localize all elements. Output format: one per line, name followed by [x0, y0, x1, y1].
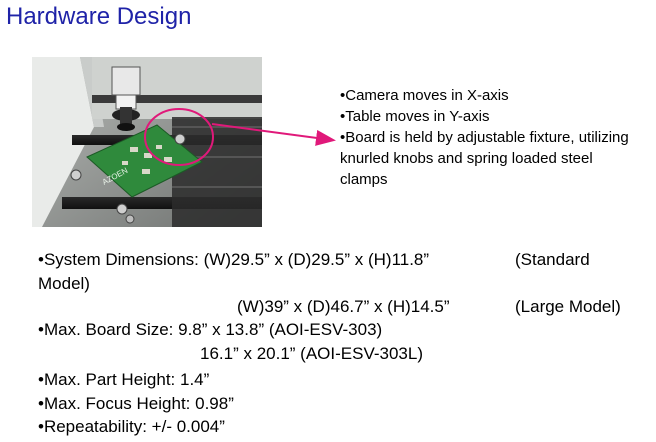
spec-dimensions-large-label: (Large Model): [515, 297, 621, 316]
machine-photo-illustration: AZOEN: [32, 57, 262, 227]
feature-table-axis: •Table moves in Y-axis: [340, 108, 490, 125]
machine-photo: AZOEN: [32, 57, 262, 227]
spec-part-height: •Max. Part Height: 1.4”: [38, 370, 210, 389]
feature-board-fixture: •Board is held by adjustable fixture, ut…: [340, 129, 629, 188]
spec-focus-height: •Max. Focus Height: 0.98”: [38, 394, 234, 413]
spec-dimensions-standard: •System Dimensions: (W)29.5” x (D)29.5” …: [38, 250, 430, 269]
feature-list: •Camera moves in X-axis •Table moves in …: [340, 85, 640, 190]
spec-board-size: •Max. Board Size: 9.8” x 13.8” (AOI-ESV-…: [38, 320, 383, 339]
page-title: Hardware Design: [6, 3, 192, 30]
spec-board-size-large: 16.1” x 20.1” (AOI-ESV-303L): [200, 344, 423, 363]
feature-camera-axis: •Camera moves in X-axis: [340, 87, 509, 104]
spec-dimensions-large: (W)39” x (D)46.7” x (H)14.5”: [237, 297, 450, 316]
spec-repeatability: •Repeatability: +/- 0.004”: [38, 417, 225, 436]
spec-dimensions-standard-label: (Standard: [515, 250, 590, 269]
spec-dimensions-standard-label-cont: Model): [38, 274, 90, 293]
